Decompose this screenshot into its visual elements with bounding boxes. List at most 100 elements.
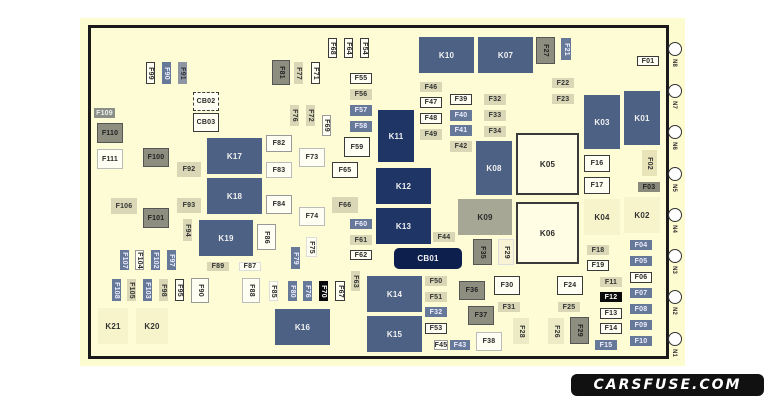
fuse-f01: F01 <box>637 56 659 66</box>
connector-label-n8: N8 <box>670 59 677 67</box>
connector-label-n3: N3 <box>670 266 677 274</box>
circuit-breaker-cb03: CB03 <box>193 113 219 132</box>
fuse-f17: F17 <box>584 177 610 194</box>
fuse-f83: F83 <box>266 162 292 178</box>
fuse-f31: F31 <box>498 302 520 312</box>
fuse-f88: F88 <box>242 278 260 303</box>
fuse-f69: F69 <box>322 115 331 136</box>
fuse-f107: F107 <box>120 250 129 270</box>
fuse-f47: F47 <box>420 97 442 108</box>
fuse-f111: F111 <box>97 149 123 169</box>
fuse-f54: F54 <box>360 38 369 58</box>
fuse-f78: F76 <box>303 281 312 301</box>
relay-k04: K04 <box>584 199 620 235</box>
relay-k17: K17 <box>207 138 262 174</box>
fuse-f09: F09 <box>630 320 652 330</box>
fuse-f99: F99 <box>146 62 155 84</box>
connector-label-n6: N6 <box>670 142 677 150</box>
fuse-f40: F40 <box>450 110 472 121</box>
fuse-f104: F104 <box>135 250 144 270</box>
fuse-f60: F60 <box>350 219 372 229</box>
fuse-f43: F43 <box>450 340 470 350</box>
fuse-f59: F59 <box>344 137 370 157</box>
connector-pin-n5 <box>668 167 682 181</box>
fuse-f91: F91 <box>178 62 187 84</box>
fuse-f12: F12 <box>600 292 622 302</box>
fuse-f48: F48 <box>420 113 442 124</box>
fuse-f53: F53 <box>425 323 447 334</box>
fuse-f38: F38 <box>476 332 502 351</box>
fuse-f106: F106 <box>111 198 137 214</box>
relay-k20: K20 <box>136 308 168 344</box>
fuse-f33: F33 <box>484 110 506 121</box>
fuse-f58: F58 <box>350 121 372 132</box>
fuse-f68: F68 <box>328 38 337 58</box>
fuse-f34: F34 <box>484 126 506 137</box>
connector-label-n4: N4 <box>670 225 677 233</box>
fuse-f105: F105 <box>127 279 136 301</box>
connector-label-n2: N2 <box>670 307 677 315</box>
fuse-f79: F79 <box>291 247 300 269</box>
fuse-f56: F56 <box>350 89 372 100</box>
fuse-f08: F08 <box>630 304 652 314</box>
fuse-f27: F27 <box>536 37 555 64</box>
fuse-f64: F64 <box>344 38 353 58</box>
fuse-f65: F65 <box>332 162 358 178</box>
fuse-f36: F36 <box>459 281 485 300</box>
fuse-f110: F110 <box>97 123 123 143</box>
fuse-f73: F73 <box>299 148 325 167</box>
fuse-f61: F61 <box>350 235 372 245</box>
connector-pin-n6 <box>668 125 682 139</box>
fuse-f94: F94 <box>183 219 192 241</box>
fuse-f97: F97 <box>167 250 176 270</box>
fuse-f32: F32 <box>484 94 506 105</box>
fuse-f50: F50 <box>425 276 447 286</box>
fuse-f77: F77 <box>294 62 303 84</box>
relay-k09: K09 <box>458 199 512 235</box>
relay-k07: K07 <box>478 37 533 73</box>
fuse-f92: F92 <box>177 162 201 177</box>
fuse-f39: F39 <box>450 94 472 105</box>
fuse-f02: F02 <box>642 150 657 176</box>
fuse-f19: F19 <box>587 260 609 271</box>
connector-label-n5: N5 <box>670 184 677 192</box>
fuse-f93: F93 <box>177 198 201 213</box>
fuse-f11: F11 <box>600 277 622 287</box>
fuse-f30: F30 <box>494 276 520 295</box>
fuse-f35: F35 <box>473 239 492 265</box>
connector-label-n7: N7 <box>670 101 677 109</box>
fuse-f29: F29 <box>498 239 514 265</box>
fuse-f15: F15 <box>595 340 617 350</box>
relay-k11: K11 <box>378 110 414 162</box>
fuse-f81: F81 <box>272 60 290 85</box>
fuse-f42: F42 <box>450 141 472 152</box>
fuse-f55: F55 <box>350 73 372 84</box>
fuse-f07: F07 <box>630 288 652 298</box>
fuse-f26: F26 <box>548 318 564 344</box>
fuse-f75: F75 <box>306 237 317 257</box>
fuse-f14: F14 <box>600 323 622 334</box>
circuit-breaker-cb02: CB02 <box>193 92 219 111</box>
fuse-f44: F44 <box>433 232 455 242</box>
fuse-f98: F98 <box>159 279 168 301</box>
connector-label-n1: N1 <box>670 349 677 357</box>
fuse-f71: F71 <box>311 62 320 84</box>
fuse-f86: F86 <box>257 224 276 250</box>
fuse-f22: F22 <box>552 78 574 88</box>
fuse-f87: F87 <box>239 262 261 271</box>
fuse-f13: F13 <box>600 308 622 319</box>
relay-k13: K13 <box>376 208 431 244</box>
fuse-f85: F85 <box>269 281 278 301</box>
relay-k21: K21 <box>98 308 128 344</box>
relay-k03: K03 <box>584 95 620 149</box>
fuse-f20: F29 <box>570 317 589 344</box>
fuse-f67: F67 <box>335 281 345 301</box>
fuse-f25: F25 <box>558 302 580 312</box>
fuse-f37: F37 <box>468 306 494 325</box>
relay-k08: K08 <box>476 141 512 195</box>
fuse-f57: F57 <box>350 105 372 116</box>
connector-pin-n1 <box>668 332 682 346</box>
relay-k19: K19 <box>199 220 253 256</box>
fuse-f10: F10 <box>630 336 652 346</box>
fuse-f70: F70 <box>319 281 328 301</box>
